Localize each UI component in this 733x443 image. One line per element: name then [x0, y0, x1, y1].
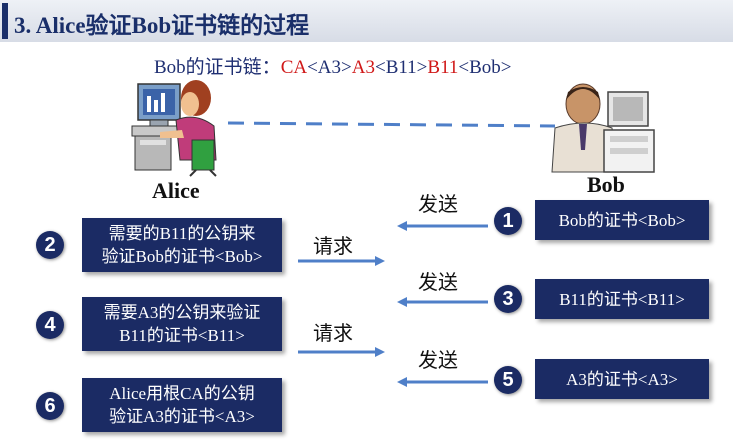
verify-box-root-line1: Alice用根CA的公钥 — [109, 384, 255, 403]
cert-box-bob-text: Bob的证书<Bob> — [558, 210, 686, 230]
cert-box-b11: B11的证书<B11> — [535, 279, 709, 319]
chain-prefix: Bob的证书链： — [154, 57, 281, 78]
request-box-b11-line2: 验证Bob的证书<Bob> — [101, 247, 263, 266]
request-label-4: 请求 — [313, 321, 353, 345]
step-badge-4: 4 — [36, 311, 64, 339]
slide-title: 3. Alice验证Bob证书链的过程 — [14, 13, 310, 38]
alice-label: Alice — [152, 178, 200, 203]
send-label-5: 发送 — [418, 348, 458, 372]
chain-part-b11: B11 — [427, 57, 459, 78]
request-box-a3: 需要A3的公钥来验证 B11的证书<B11> — [82, 297, 282, 351]
request-box-a3-line1: 需要A3的公钥来验证 — [103, 303, 261, 322]
chain-part-bob-cert: <Bob> — [458, 57, 512, 78]
request-label-2: 请求 — [313, 234, 353, 258]
dashed-connection-line — [227, 121, 556, 128]
bob-computer-icon — [551, 83, 655, 173]
verify-box-root-line2: 验证A3的证书<A3> — [109, 407, 255, 426]
step-badge-3: 3 — [494, 285, 522, 313]
request-box-a3-line2: B11的证书<B11> — [119, 326, 245, 345]
send-label-3: 发送 — [418, 270, 458, 294]
send-label-1: 发送 — [418, 192, 458, 216]
step-badge-6: 6 — [36, 392, 64, 420]
cert-box-bob: Bob的证书<Bob> — [535, 200, 709, 240]
chain-part-ca: CA — [280, 57, 308, 78]
step-badge-2: 2 — [36, 231, 64, 259]
chain-part-b11-cert: <B11> — [374, 57, 428, 78]
alice-computer-icon — [131, 80, 217, 177]
request-box-b11-line1: 需要的B11的公钥来 — [108, 224, 256, 243]
step-badge-5: 5 — [494, 366, 522, 394]
step-badge-1: 1 — [494, 207, 522, 235]
cert-box-a3: A3的证书<A3> — [535, 359, 709, 399]
verify-box-root: Alice用根CA的公钥 验证A3的证书<A3> — [82, 378, 282, 432]
chain-part-a3: A3 — [351, 57, 375, 78]
certificate-chain-line: Bob的证书链：CA<A3>A3<B11>B11<Bob> — [154, 52, 511, 79]
chain-part-a3-cert: <A3> — [307, 57, 352, 78]
cert-box-b11-text: B11的证书<B11> — [559, 289, 685, 309]
title-accent-bar — [2, 3, 8, 39]
title-bar: 3. Alice验证Bob证书链的过程 — [0, 0, 733, 42]
cert-box-a3-text: A3的证书<A3> — [566, 369, 678, 389]
request-box-b11: 需要的B11的公钥来 验证Bob的证书<Bob> — [82, 218, 282, 272]
bob-label: Bob — [587, 172, 625, 197]
